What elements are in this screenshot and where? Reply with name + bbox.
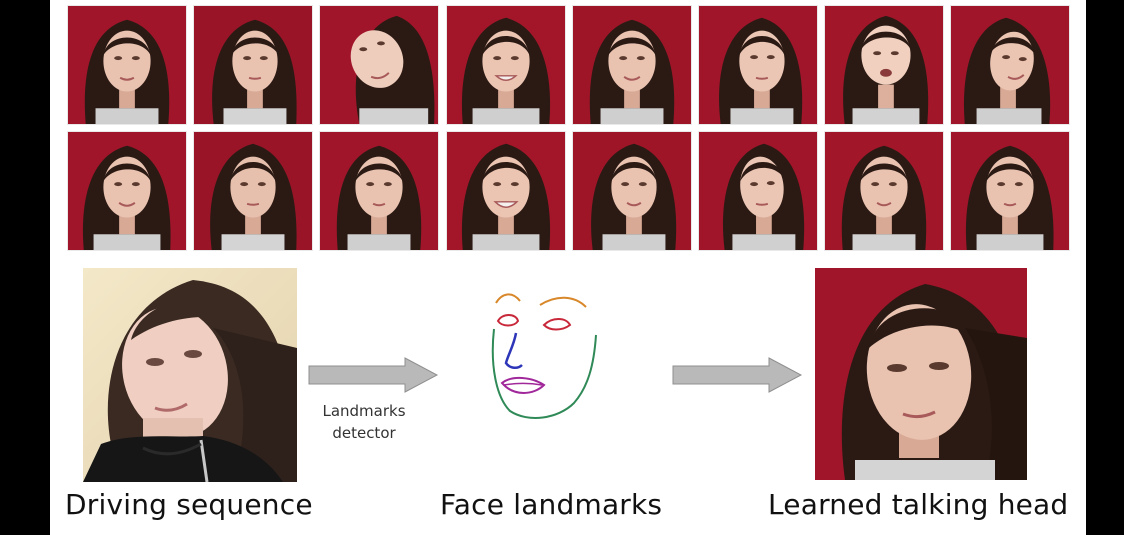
detector-label: Landmarks detector [294, 400, 434, 444]
reference-frame [319, 5, 439, 125]
face-photo [320, 132, 438, 250]
face-photo [815, 268, 1027, 480]
face-photo [320, 6, 438, 124]
reference-frame [446, 5, 566, 125]
face-photo [194, 6, 312, 124]
face-photo [194, 132, 312, 250]
driving-sequence-label: Driving sequence [65, 488, 313, 521]
reference-frame [572, 5, 692, 125]
reference-frame [950, 131, 1070, 251]
face-photo [951, 6, 1069, 124]
reference-frame [446, 131, 566, 251]
learned-talking-head-photo [815, 268, 1027, 480]
face-photo [68, 132, 186, 250]
face-photo [83, 268, 297, 482]
detector-label-line2: detector [332, 424, 396, 442]
reference-frame [193, 5, 313, 125]
reference-frame [698, 131, 818, 251]
detector-label-line1: Landmarks [322, 402, 406, 420]
left-eye [496, 314, 520, 327]
face-photo [573, 132, 691, 250]
reference-frame [67, 131, 187, 251]
driving-sequence-photo [83, 268, 297, 482]
arrow-right-icon [672, 357, 803, 393]
face-photo [573, 6, 691, 124]
face-photo [447, 6, 565, 124]
figure-canvas: Landmarks detector [50, 0, 1086, 535]
mouth [500, 377, 546, 394]
face-landmarks-drawing [491, 293, 597, 419]
right-eye [542, 318, 572, 331]
jawline [491, 328, 597, 419]
left-brow [495, 293, 521, 304]
face-photo [447, 132, 565, 250]
reference-frame [824, 131, 944, 251]
face-photo [68, 6, 186, 124]
reference-frame [67, 5, 187, 125]
reference-frame [319, 131, 439, 251]
face-photo [951, 132, 1069, 250]
arrow-right-icon [308, 357, 439, 393]
reference-frame [572, 131, 692, 251]
face-photo [825, 132, 943, 250]
nose [504, 332, 523, 369]
reference-frame [950, 5, 1070, 125]
face-photo [825, 6, 943, 124]
reference-frame [193, 131, 313, 251]
reference-frame [698, 5, 818, 125]
right-brow [539, 296, 587, 308]
face-photo [699, 132, 817, 250]
face-photo [699, 6, 817, 124]
learned-talking-head-label: Learned talking head [768, 488, 1069, 521]
reference-frame [824, 5, 944, 125]
face-landmarks-label: Face landmarks [440, 488, 663, 521]
